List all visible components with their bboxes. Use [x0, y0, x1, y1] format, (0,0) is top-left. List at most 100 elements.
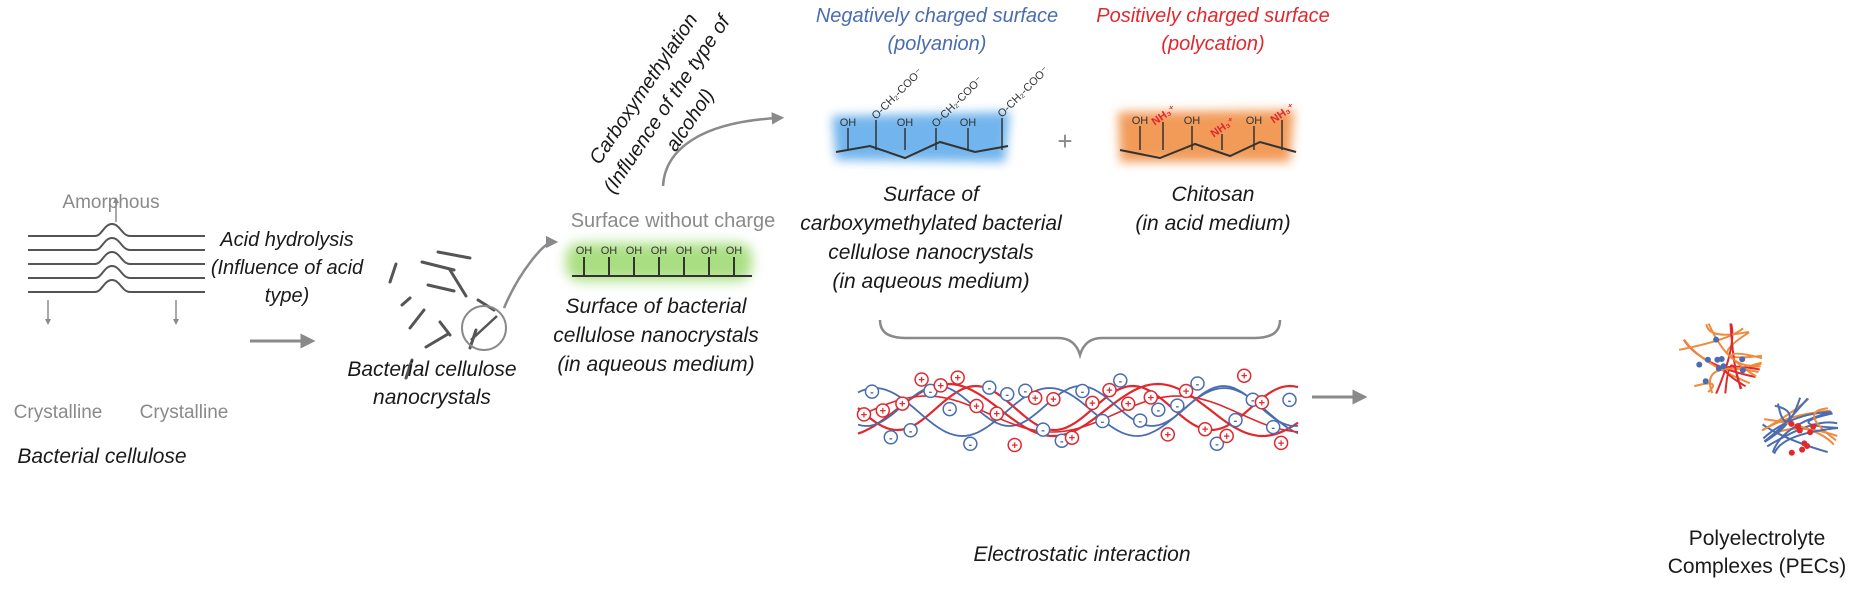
pec-charge-dot [1788, 449, 1795, 456]
charge-circle [1228, 412, 1243, 428]
pec-charge-dot [1807, 429, 1814, 436]
negative-charge-marker: - [1151, 402, 1166, 417]
positive-charge-marker: + [1236, 368, 1252, 383]
charge-sign: + [1089, 398, 1095, 410]
pec-strand [1731, 352, 1763, 378]
positive-charge-marker: + [989, 406, 1004, 421]
pec-strand [1762, 411, 1832, 440]
pec-charge-dot [1713, 336, 1720, 343]
negative-charge-marker: - [982, 380, 997, 395]
nanocrystals-caption-line2: nanocrystals [373, 386, 491, 409]
charge-sign: + [1259, 397, 1265, 409]
charge-circle [1265, 419, 1281, 435]
uncharged-oh-label: OH [726, 245, 743, 257]
charge-sign: + [1011, 440, 1017, 452]
charge-circle [1035, 422, 1051, 437]
charge-sign: + [1069, 433, 1075, 445]
charge-circle [1209, 436, 1225, 451]
negative-charge-marker: - [1190, 376, 1205, 391]
charge-sign: - [1005, 389, 1009, 401]
charge-circle [1095, 413, 1110, 429]
chitosan-caption-line2: (in acid medium) [1135, 212, 1290, 235]
negative-charge-marker: - [1113, 373, 1128, 388]
negative-charge-marker: - [963, 436, 978, 452]
positive-charge-marker: + [1120, 396, 1136, 411]
charge-circle [864, 384, 880, 399]
pec-charge-dot [1718, 356, 1725, 362]
charge-sign: - [1138, 416, 1142, 428]
charge-sign: + [937, 380, 943, 392]
charge-circle [914, 372, 929, 387]
pec-charge-dot [1720, 363, 1727, 370]
charge-circle [1219, 428, 1234, 444]
pec-charge-dot [1704, 356, 1711, 363]
acid-hydrolysis-line2: (Influence of acid [211, 257, 364, 279]
nanocrystals-caption-line1: Bacterial cellulose [347, 358, 516, 381]
positive-charge-marker: + [950, 370, 965, 385]
pec-charge-dot [1739, 367, 1746, 374]
uncharged-caption-line2: cellulose nanocrystals [553, 324, 759, 347]
negative-charge-marker: - [942, 401, 957, 417]
carboxymethylation-arrow [661, 112, 785, 187]
positive-charge-marker: + [895, 396, 910, 411]
charge-circle [1007, 437, 1022, 453]
charge-sign: - [987, 383, 991, 395]
negative-charge-marker: - [1095, 413, 1110, 429]
uncharged-caption-line1: Surface of bacterial [566, 295, 748, 318]
positive-charge-marker: + [1219, 428, 1234, 444]
positive-surface-glow [1118, 110, 1294, 162]
charge-circle [1197, 421, 1213, 437]
pec-strand [1813, 407, 1837, 442]
positive-oh-label: OH [1132, 115, 1149, 127]
negative-charge-marker: - [999, 386, 1015, 402]
charge-circle [1102, 382, 1117, 398]
charge-circle [875, 403, 891, 418]
charge-sign: - [870, 387, 874, 399]
uncharged-oh-label: OH [651, 245, 668, 257]
negative-charge-marker: - [1265, 419, 1281, 435]
positive-header-line2: (polycation) [1161, 33, 1264, 55]
charge-sign: + [993, 409, 999, 421]
charge-sign: - [889, 432, 893, 444]
positive-charge-marker: + [1007, 437, 1022, 453]
charge-sign: - [1288, 395, 1292, 407]
charge-circle [1236, 368, 1252, 383]
charge-sign: - [1101, 416, 1105, 428]
charge-circle [1151, 402, 1166, 417]
combining-brace [878, 319, 1282, 360]
interaction-caption: Electrostatic interaction [973, 543, 1190, 566]
charge-sign: - [1175, 401, 1179, 413]
charge-sign: - [1060, 436, 1064, 448]
positive-charge-marker: + [969, 398, 984, 414]
uncharged-oh-label: OH [576, 245, 593, 257]
uncharged-oh-label: OH [601, 245, 618, 257]
positive-charge-marker: + [1160, 427, 1176, 442]
charge-sign: + [1106, 385, 1112, 397]
positive-charge-marker: + [914, 372, 929, 387]
charge-circle [1064, 430, 1080, 445]
crystalline-left-label: Crystalline [14, 402, 103, 423]
charge-sign: - [1234, 415, 1238, 427]
charge-sign: - [1196, 379, 1200, 391]
charge-circle [856, 407, 872, 422]
acid-hydrolysis-line3: type) [265, 285, 309, 307]
positive-charge-marker: + [1273, 435, 1289, 451]
charge-sign: + [1183, 386, 1189, 398]
charge-circle [903, 423, 918, 438]
uncharged-oh-label: OH [626, 245, 643, 257]
charge-sign: + [1202, 424, 1208, 436]
pec-strand [1763, 397, 1809, 443]
negative-caption-line4: (in aqueous medium) [832, 270, 1029, 293]
charge-circle [1075, 383, 1090, 399]
polymer-chain [857, 387, 1299, 437]
negative-charge-marker: - [903, 423, 918, 438]
charge-sign: + [880, 406, 886, 418]
negative-caption-line3: cellulose nanocrystals [828, 241, 1034, 264]
charge-circle [999, 386, 1015, 402]
pec-strand [1729, 323, 1743, 390]
charge-sign: - [1081, 386, 1085, 398]
negative-charge-marker: - [883, 430, 899, 445]
negative-charge-marker: - [1228, 412, 1243, 428]
charge-sign: + [1165, 429, 1171, 441]
